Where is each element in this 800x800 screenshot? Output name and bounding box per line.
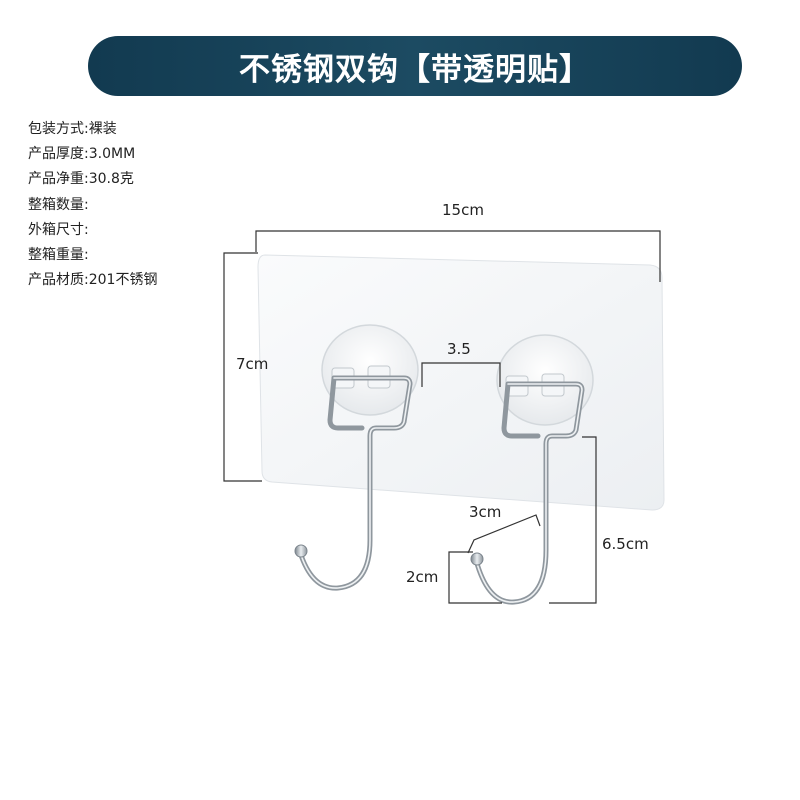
tip-height-label: 2cm <box>406 568 439 586</box>
height-label: 7cm <box>236 355 269 373</box>
spec-material: 产品材质:201不锈钢 <box>28 272 158 289</box>
hook-length-label: 6.5cm <box>602 535 649 553</box>
banner-title: 不锈钢双钩【带透明贴】 <box>239 51 591 88</box>
spec-net-weight: 产品净重:30.8克 <box>28 171 134 188</box>
spec-carton-weight: 整箱重量: <box>28 247 89 264</box>
spec-carton-quantity: 整箱数量: <box>28 196 89 213</box>
adhesive-pad <box>257 254 665 511</box>
spec-list: 包装方式:裸装 产品厚度:3.0MM 产品净重:30.8克 整箱数量: 外箱尺寸… <box>28 117 157 293</box>
hook-length-dimension-line <box>549 436 597 604</box>
spec-thickness: 产品厚度:3.0MM <box>28 146 136 163</box>
spacing-label: 3.5 <box>447 340 471 358</box>
opening-dimension-line <box>467 514 541 554</box>
right-hook <box>470 334 594 605</box>
width-label: 15cm <box>442 201 484 219</box>
spec-carton-size: 外箱尺寸: <box>28 221 89 238</box>
spec-packaging: 包装方式:裸装 <box>28 121 117 137</box>
spacing-dimension-line <box>421 362 501 387</box>
left-hook <box>294 324 419 591</box>
left-hook-tip <box>294 544 308 558</box>
right-hook-tip <box>470 552 484 566</box>
opening-label: 3cm <box>469 503 502 521</box>
tip-height-dimension-line <box>448 551 502 604</box>
width-dimension-line <box>255 230 661 282</box>
title-banner: 不锈钢双钩【带透明贴】 <box>88 36 742 96</box>
height-dimension-line <box>223 252 262 482</box>
